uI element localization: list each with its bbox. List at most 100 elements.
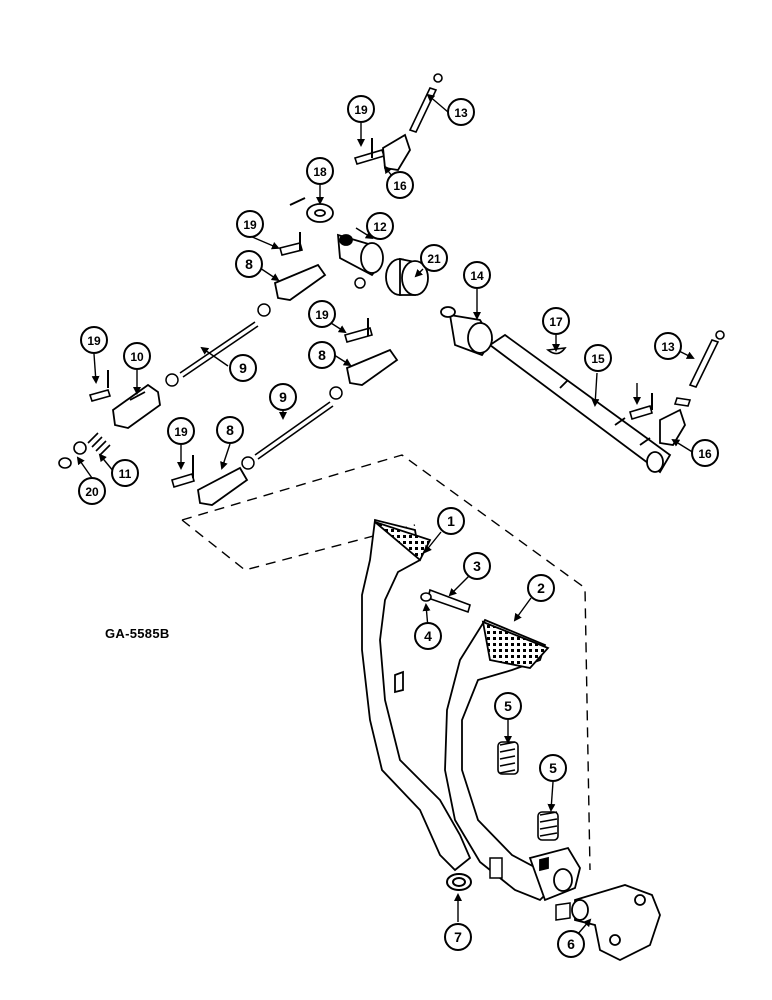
callout-8: 8	[235, 250, 263, 278]
callout-circle	[123, 342, 151, 370]
callout-circle	[236, 210, 264, 238]
callout-circle	[308, 300, 336, 328]
clevis	[197, 263, 399, 506]
callout-circle	[420, 244, 448, 272]
callout-3: 3	[463, 552, 491, 580]
pedal-latch	[420, 588, 471, 614]
callout-19: 19	[308, 300, 336, 328]
callout-number: 19	[87, 334, 101, 348]
hex-nut	[165, 277, 366, 470]
callout-number: 19	[315, 308, 329, 322]
callout-number: 6	[567, 936, 575, 952]
callout-19: 19	[236, 210, 264, 238]
callout-13: 13	[654, 332, 682, 360]
callout-number: 1	[447, 513, 455, 529]
callout-circle	[444, 923, 472, 951]
assembly-outline	[181, 454, 591, 871]
callout-circle	[167, 417, 195, 445]
callout-number: 19	[243, 218, 257, 232]
callout-16: 16	[386, 171, 414, 199]
cross-shaft	[571, 884, 661, 962]
grease-fitting	[489, 857, 571, 921]
callout-number: 20	[85, 485, 99, 499]
callout-circle	[306, 157, 334, 185]
callout-number: 8	[226, 422, 234, 438]
callout-circle	[235, 250, 263, 278]
callout-number: 2	[537, 580, 545, 596]
pedal-hub	[528, 846, 581, 902]
callout-circle	[539, 754, 567, 782]
callout-number: 3	[473, 558, 481, 574]
callout-11: 11	[111, 459, 139, 487]
callout-circle	[584, 344, 612, 372]
callout-number: 12	[373, 220, 387, 234]
callout-10: 10	[123, 342, 151, 370]
callout-circle	[527, 574, 555, 602]
callout-number: 10	[130, 350, 144, 364]
callout-19: 19	[347, 95, 375, 123]
figure-code: GA-5585B	[105, 626, 170, 641]
callout-circle	[111, 459, 139, 487]
pivot-bushing	[336, 233, 384, 277]
callout-number: 18	[313, 165, 327, 179]
callout-circle	[437, 507, 465, 535]
callout-number: 8	[318, 347, 326, 363]
brake-pedal-left	[361, 518, 472, 872]
cotter-pin	[107, 138, 653, 478]
callout-17: 17	[542, 307, 570, 335]
callout-9: 9	[229, 354, 257, 382]
callout-circle	[463, 261, 491, 289]
callout-number: 4	[424, 628, 432, 644]
callout-12: 12	[366, 212, 394, 240]
adjusting-rod	[179, 321, 334, 460]
callout-number: 9	[279, 389, 287, 405]
callout-18: 18	[306, 157, 334, 185]
callout-9: 9	[269, 383, 297, 411]
callout-8: 8	[308, 341, 336, 369]
callout-circle	[216, 416, 244, 444]
callout-circle	[308, 341, 336, 369]
callout-circle	[366, 212, 394, 240]
callout-circle	[447, 98, 475, 126]
callout-5: 5	[494, 692, 522, 720]
callout-14: 14	[463, 261, 491, 289]
callout-circle	[78, 477, 106, 505]
washer	[306, 203, 334, 223]
callout-number: 19	[354, 103, 368, 117]
callout-circle	[229, 354, 257, 382]
callout-number: 21	[427, 252, 441, 266]
callout-4: 4	[414, 622, 442, 650]
spring-stack	[58, 432, 111, 469]
callout-16: 16	[691, 439, 719, 467]
callout-circle	[269, 383, 297, 411]
shaft-bushing	[440, 306, 494, 357]
callout-1: 1	[437, 507, 465, 535]
callout-number: 15	[591, 352, 605, 366]
callout-number: 13	[661, 340, 675, 354]
clevis-end	[112, 383, 161, 429]
callout-circle	[347, 95, 375, 123]
callout-number: 16	[698, 447, 712, 461]
callout-circle	[542, 307, 570, 335]
retaining-clip	[446, 873, 472, 891]
callout-circle	[463, 552, 491, 580]
callout-number: 7	[454, 929, 462, 945]
callout-20: 20	[78, 477, 106, 505]
callout-number: 11	[119, 467, 132, 481]
callout-2: 2	[527, 574, 555, 602]
callout-8: 8	[216, 416, 244, 444]
callout-circle	[494, 692, 522, 720]
callout-5: 5	[539, 754, 567, 782]
callout-number: 8	[245, 256, 253, 272]
brake-shaft	[488, 333, 672, 474]
yoke	[382, 133, 686, 446]
callout-number: 17	[549, 315, 563, 329]
callout-circle	[386, 171, 414, 199]
callout-number: 16	[393, 179, 407, 193]
callout-circle	[557, 930, 585, 958]
callout-19: 19	[167, 417, 195, 445]
callout-number: 13	[454, 106, 468, 120]
callout-7: 7	[444, 923, 472, 951]
callout-circle	[80, 326, 108, 354]
